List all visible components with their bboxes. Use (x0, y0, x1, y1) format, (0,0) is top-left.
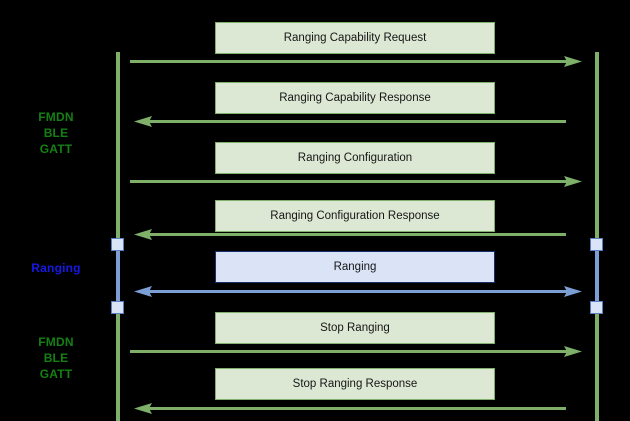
message-box-stop-ranging[interactable]: Stop Ranging (215, 312, 495, 344)
message-arrow-stop-ranging[interactable] (130, 346, 582, 357)
side-label-line: GATT (39, 366, 73, 381)
message-box-ranging-capability-response[interactable]: Ranging Capability Response (215, 82, 495, 114)
side-label-line: GATT (39, 141, 73, 156)
left-lifeline[interactable] (116, 52, 120, 421)
activation-handle-bottom-left[interactable] (111, 301, 124, 314)
message-box-ranging-capability-request[interactable]: Ranging Capability Request (215, 22, 495, 54)
message-box-stop-ranging-response[interactable]: Stop Ranging Response (215, 368, 495, 400)
message-arrow-ranging-bidirectional[interactable] (134, 286, 582, 297)
side-label-fmdn-ble-gatt-bottom: FMDN BLE GATT (16, 335, 96, 382)
side-label-line: BLE (43, 350, 69, 365)
right-lifeline[interactable] (595, 52, 599, 421)
side-label-fmdn-ble-gatt-top: FMDN BLE GATT (16, 110, 96, 157)
message-arrow-ranging-capability-response[interactable] (134, 116, 566, 127)
message-arrow-ranging-capability-request[interactable] (130, 56, 582, 67)
message-arrow-stop-ranging-response[interactable] (134, 403, 566, 414)
side-label-ranging: Ranging (16, 261, 96, 277)
message-box-ranging[interactable]: Ranging (215, 251, 495, 283)
side-label-line: Ranging (31, 261, 81, 275)
ranging-activation-right[interactable] (595, 241, 599, 313)
message-arrow-ranging-configuration-response[interactable] (134, 229, 566, 240)
ranging-activation-left[interactable] (116, 241, 120, 313)
side-label-line: FMDN (38, 110, 74, 124)
activation-handle-top-right[interactable] (590, 238, 603, 251)
side-label-line: BLE (43, 125, 69, 140)
activation-handle-top-left[interactable] (111, 238, 124, 251)
activation-handle-bottom-right[interactable] (590, 301, 603, 314)
side-label-line: FMDN (38, 335, 74, 349)
message-box-ranging-configuration-response[interactable]: Ranging Configuration Response (215, 200, 495, 232)
message-arrow-ranging-configuration[interactable] (130, 176, 582, 187)
message-box-ranging-configuration[interactable]: Ranging Configuration (215, 142, 495, 174)
